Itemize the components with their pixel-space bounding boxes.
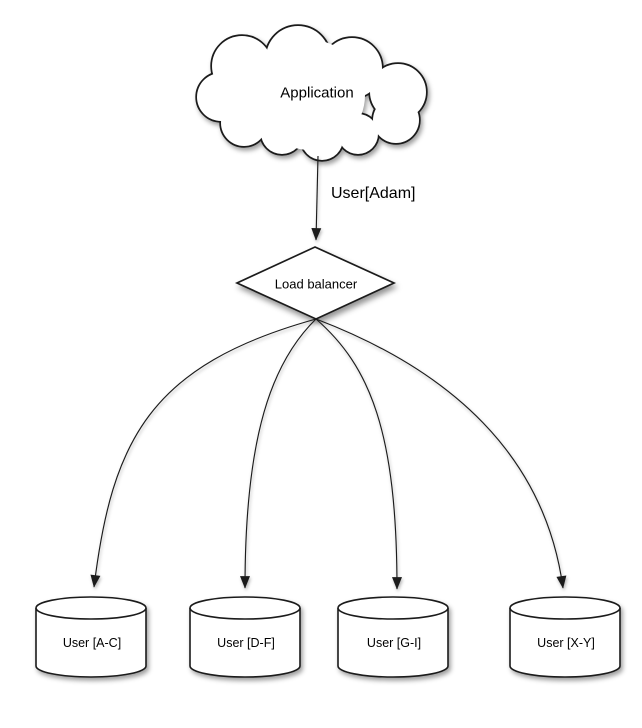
cloud-fill-mask bbox=[197, 26, 426, 160]
shard-label-4: User [X-Y] bbox=[537, 635, 595, 650]
application-label: Application bbox=[280, 84, 354, 102]
database-cylinder-4 bbox=[509, 596, 621, 678]
edge-lb-to-shard-4 bbox=[315, 318, 567, 589]
shard-label-3: User [G-I] bbox=[366, 635, 422, 650]
database-cylinder-3 bbox=[337, 596, 449, 678]
database-cylinder-1 bbox=[35, 596, 147, 678]
edge-lb-to-shard-3 bbox=[315, 318, 402, 590]
shard-label-2: User [D-F] bbox=[217, 635, 275, 650]
edge-user-adam-label: User[Adam] bbox=[331, 185, 416, 202]
edge-lb-to-shard-1 bbox=[90, 318, 317, 588]
database-cylinder-2 bbox=[189, 596, 301, 678]
shard-label-1: User [A-C] bbox=[62, 635, 122, 650]
application-cloud-shape bbox=[195, 24, 428, 162]
edges-lb-to-shards bbox=[90, 318, 567, 590]
edge-app-to-lb bbox=[311, 155, 322, 241]
edge-lb-to-shard-2 bbox=[240, 318, 317, 589]
load-balancer-label: Load balancer bbox=[274, 276, 358, 292]
